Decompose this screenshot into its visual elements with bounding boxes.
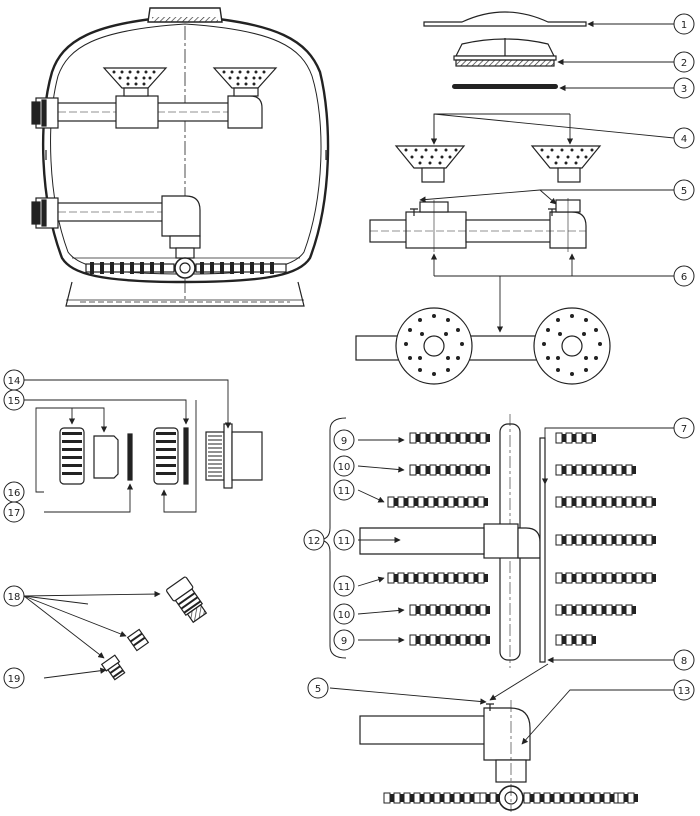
callout-3: 3 xyxy=(673,77,695,99)
laterals-right xyxy=(555,432,657,646)
callout-10-top: 10 xyxy=(333,455,355,477)
callout-19: 19 xyxy=(3,667,25,689)
svg-text:10: 10 xyxy=(338,610,351,621)
lateral-hub xyxy=(359,414,546,668)
lid-cap xyxy=(453,38,557,67)
callout-14: 14 xyxy=(3,369,25,391)
callout-12: 12 xyxy=(303,529,325,551)
diffuser-cones xyxy=(394,145,602,183)
callout-11-bottom: 11 xyxy=(333,575,355,597)
svg-text:12: 12 xyxy=(308,536,321,547)
svg-text:17: 17 xyxy=(8,508,21,519)
o-ring xyxy=(452,84,558,89)
svg-text:3: 3 xyxy=(681,84,687,95)
svg-text:13: 13 xyxy=(678,686,691,697)
callout-2: 2 xyxy=(673,51,695,73)
callout-9-bottom: 9 xyxy=(333,629,355,651)
callout-15: 15 xyxy=(3,389,25,411)
svg-text:14: 14 xyxy=(8,376,21,387)
upper-distributor-pipe xyxy=(369,198,587,252)
svg-text:4: 4 xyxy=(681,134,687,145)
callout-16: 16 xyxy=(3,481,25,503)
distributor-plan-view xyxy=(355,307,611,385)
callout-1: 1 xyxy=(673,13,695,35)
callout-8: 8 xyxy=(673,649,695,671)
callout-13: 13 xyxy=(673,679,695,701)
filter-tank xyxy=(31,7,330,307)
svg-text:19: 19 xyxy=(8,674,21,685)
callout-18: 18 xyxy=(3,585,25,607)
svg-text:15: 15 xyxy=(8,396,21,407)
svg-text:7: 7 xyxy=(681,424,687,435)
callout-5-bottom: 5 xyxy=(307,677,329,699)
callout-labels: 1 2 3 4 5 6 7 8 9 10 11 12 11 11 10 9 5 … xyxy=(3,13,695,701)
svg-text:11: 11 xyxy=(338,582,351,593)
svg-text:2: 2 xyxy=(681,58,687,69)
svg-text:10: 10 xyxy=(338,462,351,473)
lower-collector-pipe xyxy=(359,700,531,812)
leader-lines xyxy=(23,20,675,745)
callout-6: 6 xyxy=(673,265,695,287)
svg-text:9: 9 xyxy=(341,436,347,447)
union-fittings xyxy=(100,576,208,681)
callout-11-top: 11 xyxy=(333,479,355,501)
bulkhead-fitting-exploded xyxy=(59,423,263,489)
svg-text:5: 5 xyxy=(315,684,321,695)
svg-text:11: 11 xyxy=(338,536,351,547)
svg-text:18: 18 xyxy=(8,592,21,603)
callout-17: 17 xyxy=(3,501,25,523)
callout-10-bottom: 10 xyxy=(333,603,355,625)
callout-7: 7 xyxy=(673,417,695,439)
callout-4: 4 xyxy=(673,127,695,149)
svg-text:16: 16 xyxy=(8,488,21,499)
callout-11-middle: 11 xyxy=(333,529,355,551)
callout-9-top: 9 xyxy=(333,429,355,451)
svg-text:5: 5 xyxy=(681,186,687,197)
svg-text:11: 11 xyxy=(338,486,351,497)
svg-text:8: 8 xyxy=(681,656,687,667)
svg-text:1: 1 xyxy=(681,20,687,31)
svg-text:9: 9 xyxy=(341,636,347,647)
tank-lid-cover xyxy=(423,11,587,27)
svg-text:6: 6 xyxy=(681,272,687,283)
screws xyxy=(410,208,556,216)
callout-5-top: 5 xyxy=(673,179,695,201)
